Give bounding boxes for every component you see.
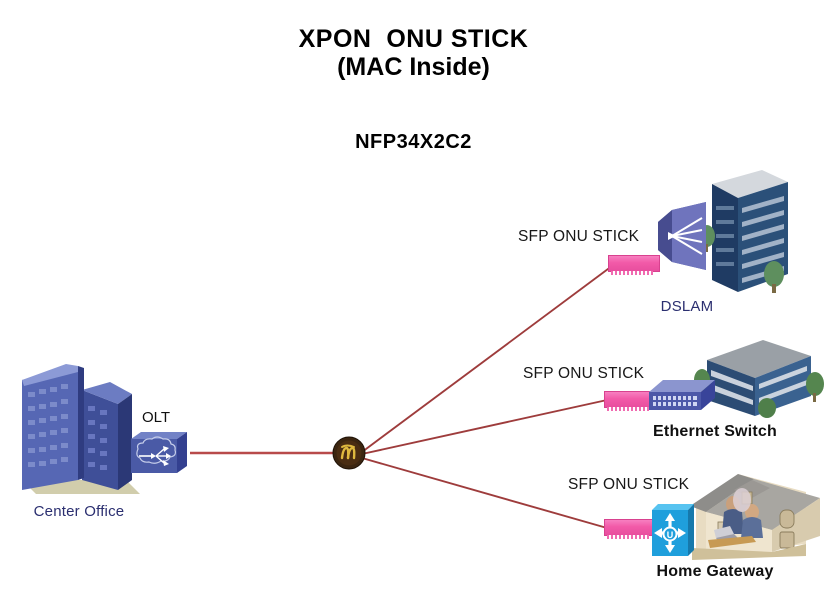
page-title: XPON ONU STICK [298, 25, 529, 53]
title-block: XPON ONU STICK (MAC Inside) [0, 25, 827, 82]
center-office-label: Center Office [33, 503, 125, 520]
page-subtitle: (MAC Inside) [337, 53, 490, 81]
sfp-stick-label-ethernet-switch: SFP ONU STICK [523, 365, 645, 382]
sfp-onu-stick-dslam [608, 255, 660, 275]
link-splitter-ethernet-switch [361, 399, 608, 455]
model-number: NFP34X2C2 [355, 131, 472, 153]
home-gateway-label: Home Gateway [656, 563, 774, 580]
link-splitter-dslam [361, 265, 613, 453]
ethernet-switch-group [645, 338, 825, 420]
sfp-onu-stick-home-gateway [604, 519, 656, 539]
ethernet-switch-label: Ethernet Switch [653, 423, 777, 440]
dslam-group [650, 170, 825, 300]
dslam-label: DSLAM [660, 298, 714, 315]
home-gateway-group: U [630, 470, 825, 562]
sfp-stick-label-dslam: SFP ONU STICK [518, 228, 640, 245]
svg-text:U: U [667, 530, 674, 540]
olt-device-icon [131, 431, 189, 475]
sfp-stick-label-home-gateway: SFP ONU STICK [568, 476, 690, 493]
center-office-icon [14, 362, 144, 502]
olt-label: OLT [141, 409, 171, 426]
optical-splitter-icon [332, 436, 366, 470]
